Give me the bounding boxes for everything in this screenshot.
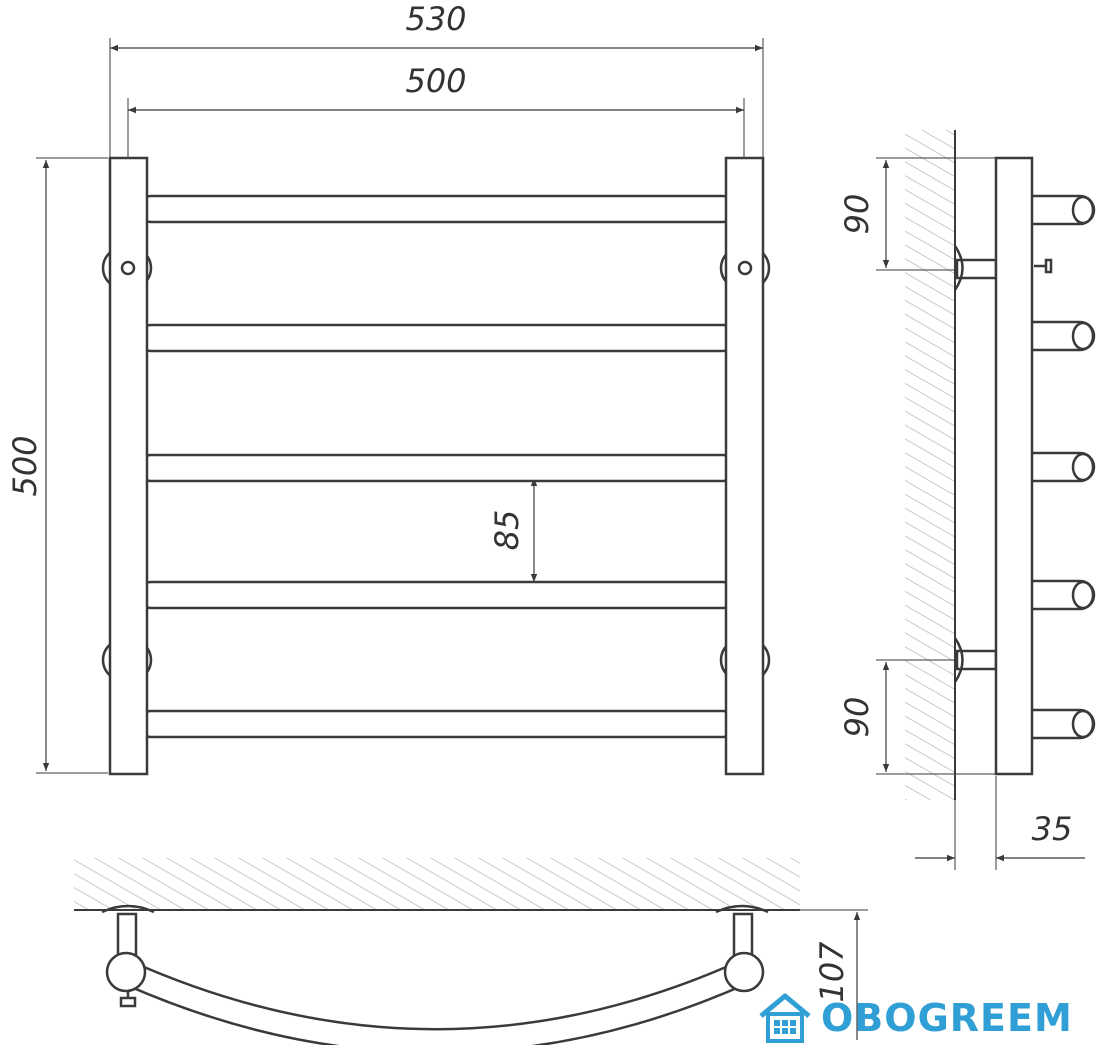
dim-rail-length: 500: [405, 62, 466, 100]
front-view: [36, 38, 771, 776]
rungs: [136, 194, 738, 739]
dim-overall-width: 530: [405, 0, 466, 38]
brand-logo: OBOGREEM: [757, 992, 1073, 1044]
side-view: [876, 130, 1096, 870]
right-post: [724, 156, 765, 776]
house-logo-icon: [759, 993, 811, 1043]
top-view: [74, 858, 868, 1045]
dim-rung-spacing: 85: [488, 510, 526, 551]
dim-wall-standoff: 35: [1032, 810, 1073, 848]
side-post: [994, 156, 1034, 776]
brand-name: OBOGREEM: [821, 996, 1073, 1040]
dim-depth: 107: [813, 941, 851, 1003]
dim-bottom-mount-offset: 90: [838, 697, 876, 738]
top-wall-hatch: [74, 858, 800, 910]
left-post: [108, 156, 149, 776]
dim-top-mount-offset: 90: [838, 194, 876, 235]
side-wall-hatch: [905, 130, 955, 800]
dim-overall-height: 500: [6, 435, 44, 496]
